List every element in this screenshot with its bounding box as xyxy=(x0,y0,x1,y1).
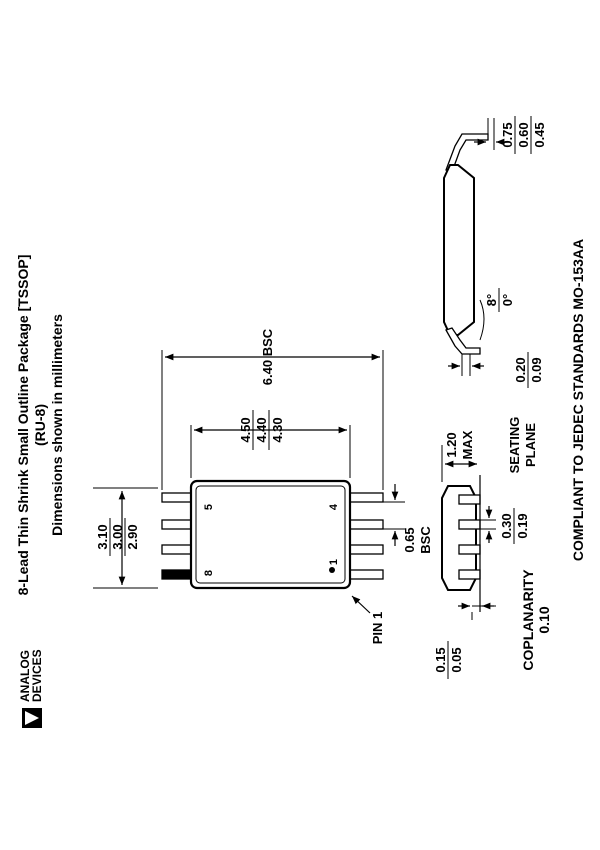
side-view: SEATING PLANE 1.20 MAX 0.30 0.19 0.15 0.… xyxy=(433,417,552,679)
pin-1-leader xyxy=(351,595,371,614)
logo-line-1: ANALOG xyxy=(18,650,32,702)
jedec-compliance-note: COMPLIANT TO JEDEC STANDARDS MO-153AA xyxy=(570,239,586,561)
pin-5-label: 5 xyxy=(203,504,215,510)
package-body-outline xyxy=(189,479,352,590)
pin-1-dot xyxy=(329,567,335,573)
lead-thickness-min: 0.09 xyxy=(529,357,544,382)
top-view: 5 4 8 1 PIN 1 3.10 3.00 2.90 4.50 4.40 4… xyxy=(93,328,433,644)
standoff-min: 0.05 xyxy=(449,647,464,672)
analog-devices-logo: ANALOG DEVICES xyxy=(18,649,44,728)
lead-width-min: 0.19 xyxy=(515,513,530,538)
lead-span-value: 6.40 BSC xyxy=(260,328,275,385)
package-title: 8-Lead Thin Shrink Small Outline Package… xyxy=(15,255,31,596)
height-value: 1.20 xyxy=(444,432,459,457)
length-max: 3.10 xyxy=(95,524,110,549)
foot-length-min: 0.45 xyxy=(532,122,547,147)
end-view-body xyxy=(443,164,475,336)
package-body-inner xyxy=(195,485,346,584)
foot-length-max: 0.75 xyxy=(500,122,515,147)
angle-min: 0° xyxy=(500,294,515,306)
pin-8-label: 8 xyxy=(203,570,215,576)
pin-4-label: 4 xyxy=(328,503,340,510)
foot-length-nom: 0.60 xyxy=(516,122,531,147)
logo-line-2: DEVICES xyxy=(30,649,44,702)
pitch-suffix: BSC xyxy=(418,526,433,554)
pin-8-lead-marker xyxy=(162,570,192,579)
logo-triangle xyxy=(25,711,39,725)
angle-max: 8° xyxy=(484,294,499,306)
pitch-value: 0.65 xyxy=(402,527,417,552)
height-suffix: MAX xyxy=(460,430,475,459)
body-width-min: 4.30 xyxy=(270,417,285,442)
seating-plane-line2: PLANE xyxy=(523,423,538,467)
coplanarity-value: 0.10 xyxy=(536,606,552,633)
body-width-nom: 4.40 xyxy=(254,417,269,442)
angle-arc xyxy=(479,299,485,341)
lead-thickness-max: 0.20 xyxy=(513,357,528,382)
units-note: Dimensions shown in millimeters xyxy=(49,314,65,536)
length-min: 2.90 xyxy=(125,524,140,549)
coplanarity-label: COPLANARITY xyxy=(520,569,536,671)
pin-1-label: 1 xyxy=(328,559,340,565)
pin-1-callout: PIN 1 xyxy=(370,612,385,645)
standoff-max: 0.15 xyxy=(433,647,448,672)
body-width-max: 4.50 xyxy=(238,417,253,442)
lead-width-max: 0.30 xyxy=(499,513,514,538)
end-view: 0.75 0.60 0.45 8° 0° 0.20 0.09 xyxy=(443,116,547,388)
length-nom: 3.00 xyxy=(110,524,125,549)
package-code: (RU-8) xyxy=(32,404,48,446)
seating-plane-line1: SEATING xyxy=(507,417,522,474)
end-view-lower-lead xyxy=(445,327,481,355)
